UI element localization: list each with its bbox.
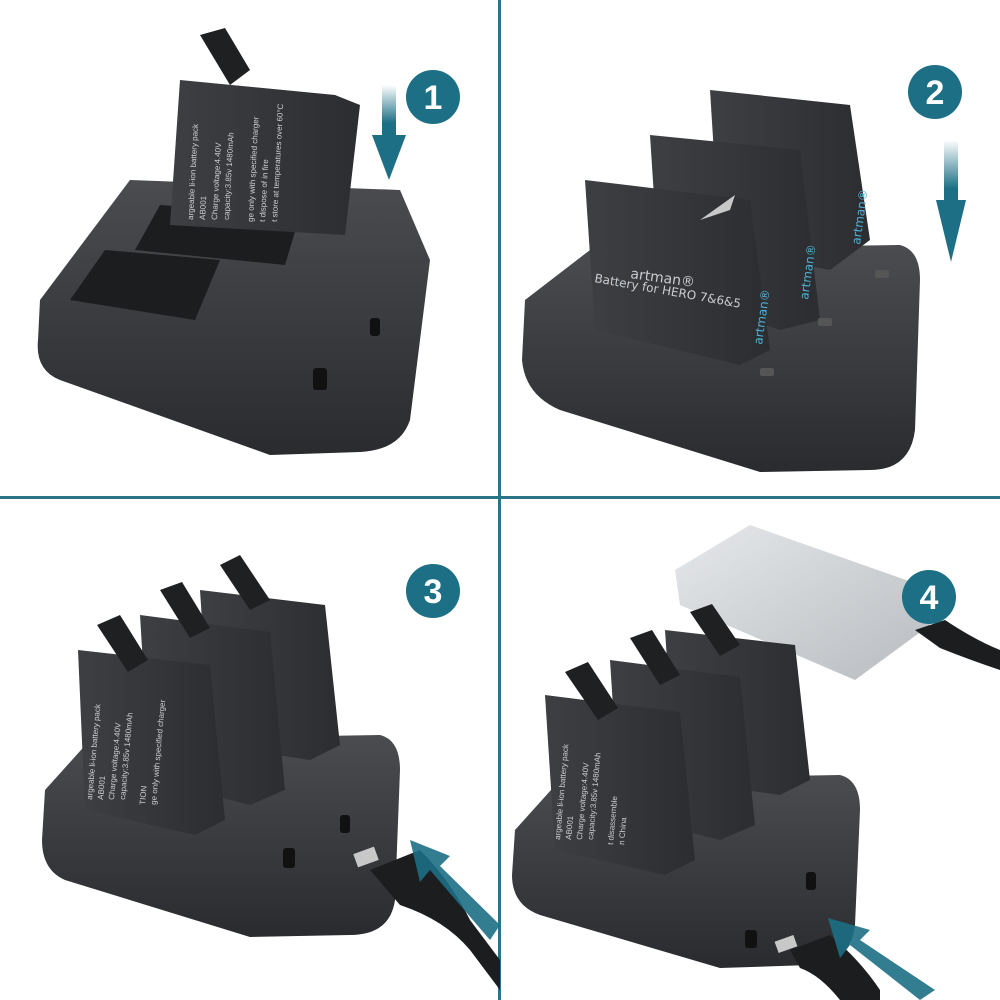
led-indicator <box>818 318 832 326</box>
step-number: 1 <box>424 79 443 117</box>
panel-step-1: argeable li-ion battery pack AB001 Charg… <box>37 28 460 455</box>
panel-step-3: argeable li-ion battery pack AB001 Charg… <box>42 555 500 990</box>
battery: argeable li-ion battery pack AB001 Charg… <box>78 615 225 835</box>
usb-port <box>806 872 816 890</box>
battery-label-line: n China <box>617 816 628 845</box>
power-bank <box>675 525 930 680</box>
usb-port <box>313 368 327 390</box>
empty-slot <box>70 250 220 320</box>
step-badge <box>406 564 460 618</box>
arrow-down-icon <box>372 85 406 180</box>
battery-pull-tab <box>700 195 735 220</box>
step-badge <box>406 70 460 124</box>
step-badge <box>902 570 956 624</box>
battery-pull-tab <box>690 604 740 656</box>
arrow-diagonal-icon <box>410 840 500 940</box>
panel-step-4: argeable li-ion battery pack AB001 Charg… <box>512 525 1000 1000</box>
battery: artman® Battery for HERO 7&6&5 artman® <box>585 180 773 365</box>
battery-label-line: AB001 <box>96 775 107 800</box>
step-number: 3 <box>424 573 443 611</box>
arrow-diagonal-icon <box>828 918 935 1000</box>
battery-label-line: t dispose of in fire <box>258 158 270 222</box>
battery-label-line: t disassemble <box>606 795 619 845</box>
battery-pull-tab <box>220 555 270 610</box>
usb-port <box>745 930 757 948</box>
battery-pull-tab <box>565 662 618 720</box>
battery-label-line: AB001 <box>198 195 208 220</box>
horizontal-divider <box>0 496 1000 499</box>
battery-label-line: TION <box>138 785 149 805</box>
battery-pull-tab <box>630 630 680 685</box>
battery-pull-tab <box>200 28 250 85</box>
usb-cable <box>915 620 1000 670</box>
led-indicator <box>875 270 889 278</box>
usb-cable <box>370 850 500 990</box>
step-badge <box>908 65 962 119</box>
arrow-down-icon <box>936 140 966 262</box>
usb-port <box>370 318 380 336</box>
usb-port <box>283 848 295 868</box>
battery: argeable li-ion battery pack AB001 Charg… <box>170 28 360 235</box>
vertical-divider <box>498 0 501 1000</box>
battery: argeable li-ion battery pack AB001 Charg… <box>545 662 695 875</box>
panel-step-2: artman® artman® artman® Battery for HERO… <box>522 65 966 472</box>
battery-label-line: Charge voltage:4.40V <box>210 142 223 220</box>
step-number: 2 <box>926 74 945 112</box>
battery-pull-tab <box>160 582 210 638</box>
battery-pull-tab <box>97 615 148 672</box>
usb-port <box>340 815 350 833</box>
battery-label-line: AB001 <box>564 815 575 840</box>
led-indicator <box>760 368 774 376</box>
step-number: 4 <box>920 579 939 617</box>
usb-cable <box>790 935 880 1000</box>
usb-connector <box>774 934 798 954</box>
usb-connector <box>353 846 379 868</box>
